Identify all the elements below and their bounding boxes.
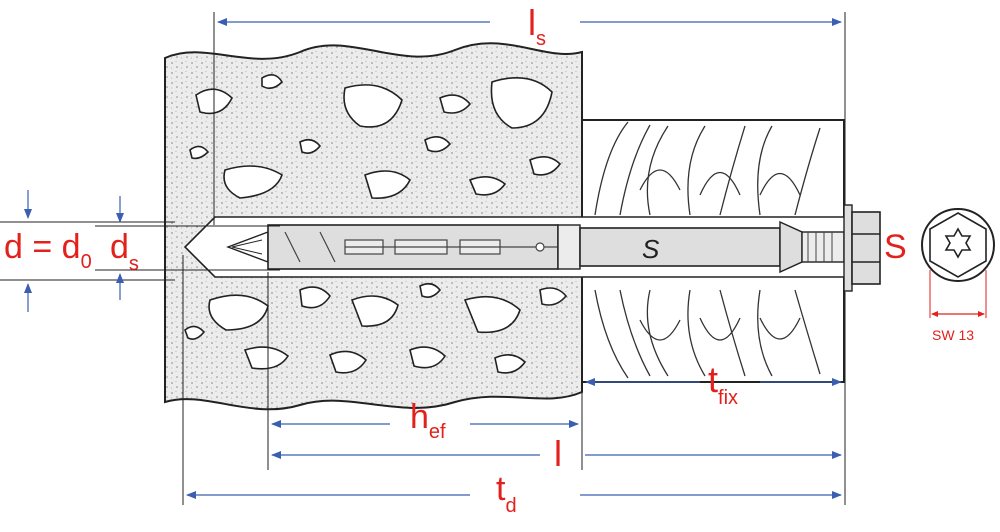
hex-head-top-view [921, 208, 995, 318]
label-d-equals-d0: d = d0 [4, 228, 92, 273]
anchor-body: S [226, 220, 845, 274]
anchor-mark: S [642, 234, 660, 264]
label-sw13: SW 13 [932, 327, 974, 343]
label-tfix: tfix [708, 359, 738, 409]
label-hef: hef [410, 398, 446, 443]
label-l: l [554, 433, 562, 474]
label-s-head: S [884, 228, 907, 266]
label-ds: ds [110, 228, 139, 275]
label-td: td [496, 470, 517, 517]
label-ls: ls [528, 2, 546, 50]
extension-lines [0, 12, 846, 505]
dimension-lines [24, 18, 842, 499]
washer-and-hex-head [843, 204, 881, 292]
